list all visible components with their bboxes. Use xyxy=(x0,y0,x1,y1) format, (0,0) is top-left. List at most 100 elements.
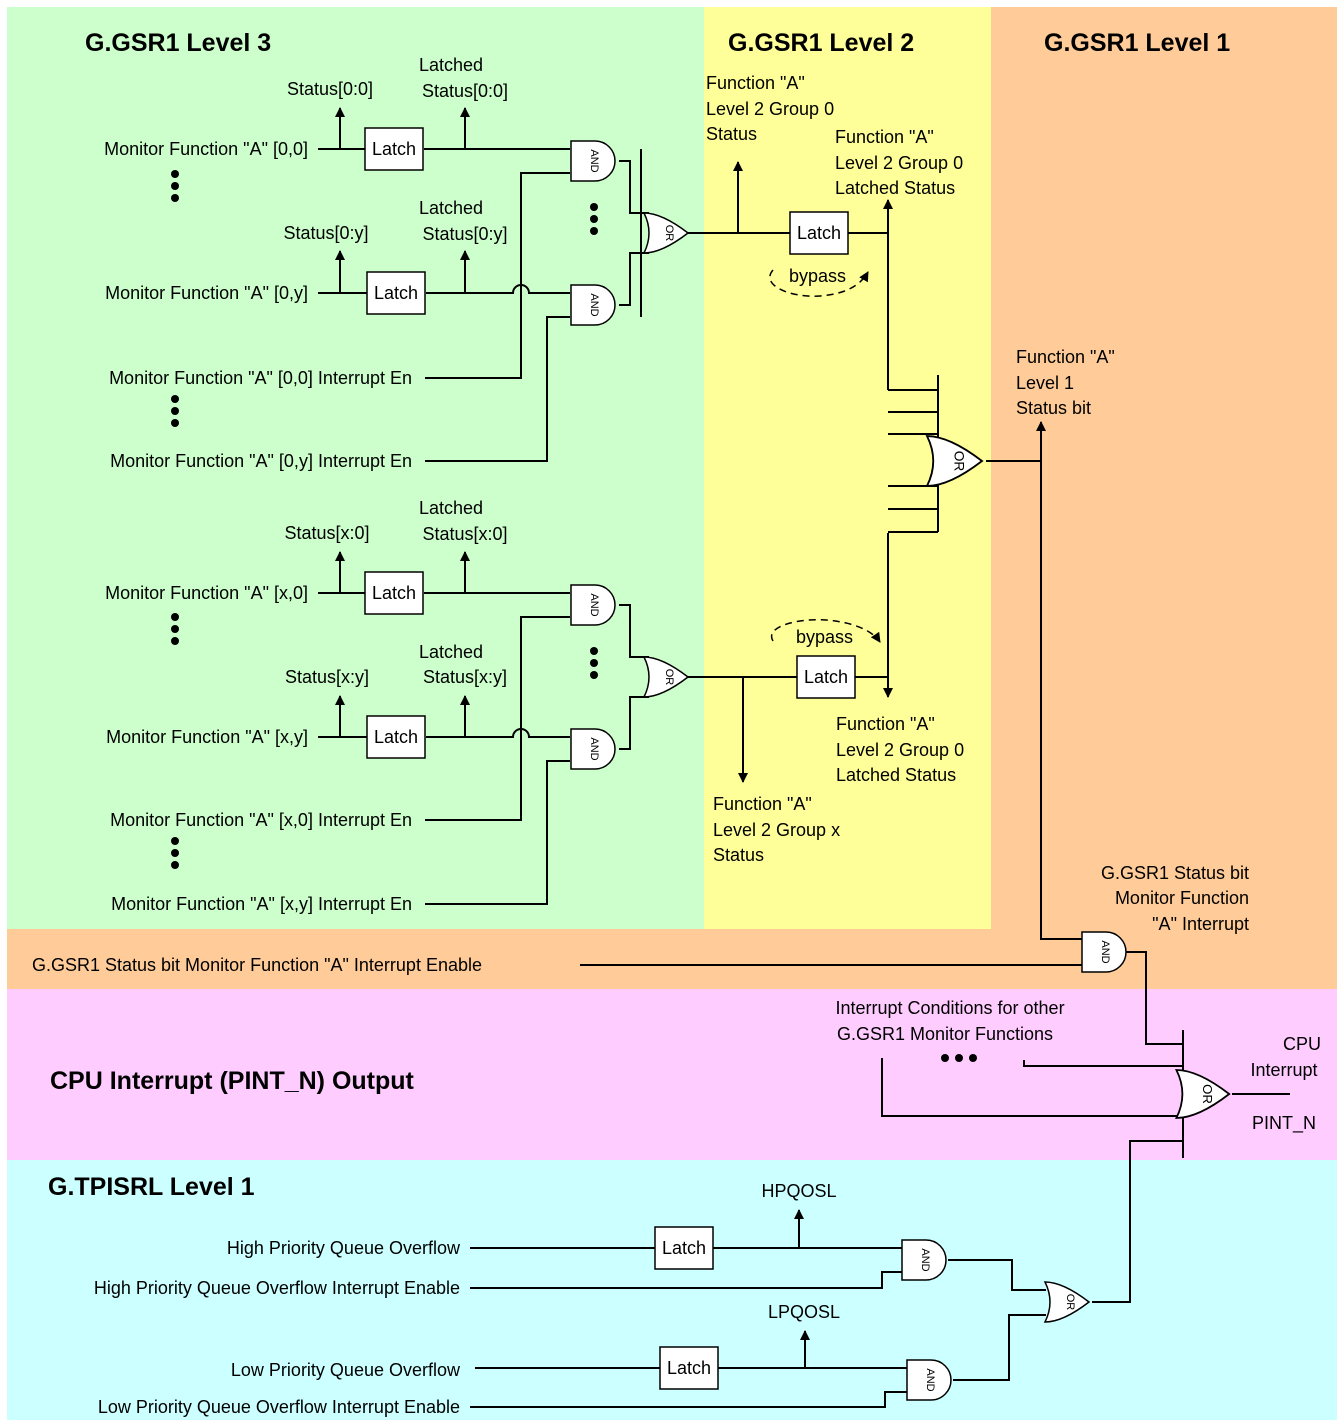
cpu-output-label: Interrupt xyxy=(1250,1060,1317,1080)
interrupt-enable-label: G.GSR1 Status bit Monitor Function "A" I… xyxy=(32,955,482,975)
svg-text:Latch: Latch xyxy=(797,223,841,243)
level3-gates: AND AND OR AND AND OR xyxy=(570,140,689,770)
and-gate: AND xyxy=(570,284,616,326)
cpu-labels: Interrupt Conditions for other G.GSR1 Mo… xyxy=(835,998,1321,1134)
latch-box: Latch xyxy=(364,571,424,615)
group0-latched-label: Function "A" xyxy=(835,127,934,147)
svg-text:OR: OR xyxy=(1064,1294,1076,1311)
tpisrl-wires xyxy=(470,1209,1046,1408)
latched-label: Latched xyxy=(419,498,483,518)
input-label: Monitor Function "A" [x,0] xyxy=(105,583,308,603)
latch-box: Latch xyxy=(796,655,856,699)
svg-text:Latch: Latch xyxy=(374,727,418,747)
input-label: Monitor Function "A" [x,y] Interrupt En xyxy=(111,894,412,914)
latched-status-label: Status[x:0] xyxy=(422,524,507,544)
latch-box: Latch xyxy=(654,1226,714,1270)
level1-and-gate: AND xyxy=(1081,931,1127,973)
latched-label: Latched xyxy=(419,55,483,75)
latch-box: Latch xyxy=(366,715,426,759)
svg-text:AND: AND xyxy=(1099,940,1111,963)
svg-text:AND: AND xyxy=(588,737,600,760)
group0-status-label: Function "A" xyxy=(706,73,805,93)
latched-status-label: Status[0:y] xyxy=(422,224,507,244)
svg-text:OR: OR xyxy=(1200,1084,1215,1104)
svg-text:Latch: Latch xyxy=(374,283,418,303)
svg-text:AND: AND xyxy=(919,1248,931,1271)
or-gate: OR xyxy=(1044,1281,1090,1323)
level2-latches: Latch Latch OR xyxy=(789,211,983,699)
heading-level1: G.GSR1 Level 1 xyxy=(1044,29,1230,57)
hp-enable-label: High Priority Queue Overflow Interrupt E… xyxy=(94,1278,460,1298)
and-gate: AND xyxy=(570,728,616,770)
hpqosl-label: HPQOSL xyxy=(761,1181,836,1201)
group0-latched-label: Latched Status xyxy=(836,765,956,785)
cpu-output-label: CPU xyxy=(1283,1034,1321,1054)
svg-text:OR: OR xyxy=(663,669,675,686)
lpqosl-label: LPQOSL xyxy=(768,1302,840,1322)
status-label: Status[x:y] xyxy=(285,667,369,687)
heading-tpisrl: G.TPISRL Level 1 xyxy=(48,1173,255,1201)
level1-labels: Function "A" Level 1 Status bit G.GSR1 S… xyxy=(32,347,1249,975)
heading-cpu: CPU Interrupt (PINT_N) Output xyxy=(50,1067,415,1095)
level1-wires xyxy=(580,421,1183,1045)
interrupt-label: G.GSR1 Status bit xyxy=(1101,863,1249,883)
group0-latched-label: Function "A" xyxy=(836,714,935,734)
svg-text:Latch: Latch xyxy=(662,1238,706,1258)
level3-latches: Latch Latch Latch Latch xyxy=(364,127,426,759)
other-conditions-label: Interrupt Conditions for other xyxy=(835,998,1064,1018)
latched-label: Latched xyxy=(419,642,483,662)
level1-region xyxy=(991,7,1337,929)
latch-box: Latch xyxy=(789,211,849,255)
interrupt-label: "A" Interrupt xyxy=(1152,914,1249,934)
heading-level2: G.GSR1 Level 2 xyxy=(728,29,914,57)
svg-text:Latch: Latch xyxy=(372,139,416,159)
or-gate: OR xyxy=(643,656,689,698)
lp-enable-label: Low Priority Queue Overflow Interrupt En… xyxy=(98,1397,460,1417)
level2-wires xyxy=(733,161,1041,783)
input-label: Monitor Function "A" [0,0] Interrupt En xyxy=(109,368,412,388)
svg-text:AND: AND xyxy=(588,593,600,616)
group0-latched-label: Level 2 Group 0 xyxy=(836,740,964,760)
region-backgrounds xyxy=(7,7,1337,1420)
level3-wires xyxy=(318,107,799,905)
svg-text:Latch: Latch xyxy=(667,1358,711,1378)
input-label: Monitor Function "A" [0,y] xyxy=(105,283,308,303)
latch-box: Latch xyxy=(659,1346,719,1390)
svg-text:Latch: Latch xyxy=(804,667,848,687)
input-label: Monitor Function "A" [x,0] Interrupt En xyxy=(110,810,412,830)
svg-text:AND: AND xyxy=(588,149,600,172)
group0-status-label: Status xyxy=(706,124,757,144)
svg-text:AND: AND xyxy=(588,293,600,316)
latched-status-label: Status[0:0] xyxy=(422,81,508,101)
bypass-label: bypass xyxy=(796,627,853,647)
tpisrl-labels: High Priority Queue Overflow High Priori… xyxy=(94,1181,840,1417)
svg-text:OR: OR xyxy=(952,451,967,472)
hp-overflow-label: High Priority Queue Overflow xyxy=(227,1238,461,1258)
svg-text:Latch: Latch xyxy=(372,583,416,603)
level1-status-label: Function "A" xyxy=(1016,347,1115,367)
svg-text:AND: AND xyxy=(924,1368,936,1391)
and-gate: AND xyxy=(570,584,616,626)
interrupt-label: Monitor Function xyxy=(1115,888,1249,908)
heading-level3: G.GSR1 Level 3 xyxy=(85,29,271,57)
svg-text:OR: OR xyxy=(663,225,675,242)
level1-status-label: Status bit xyxy=(1016,398,1091,418)
level3-status-labels: Status[0:0] Status[0:y] Status[x:0] Stat… xyxy=(283,55,508,687)
level3-input-labels: Monitor Function "A" [0,0] Monitor Funct… xyxy=(104,139,412,914)
status-label: Status[0:y] xyxy=(283,223,368,243)
cpu-or-gate: OR xyxy=(1175,1069,1231,1119)
lp-overflow-label: Low Priority Queue Overflow xyxy=(231,1360,461,1380)
and-gate: AND xyxy=(570,140,616,182)
group0-latched-label: Level 2 Group 0 xyxy=(835,153,963,173)
input-label: Monitor Function "A" [x,y] xyxy=(106,727,308,747)
input-label: Monitor Function "A" [0,0] xyxy=(104,139,308,159)
groupx-status-label: Level 2 Group x xyxy=(713,820,840,840)
ellipsis-dots xyxy=(171,170,977,1062)
big-or-gate: OR xyxy=(926,435,983,487)
level2-labels: Function "A" Level 2 Group 0 Status Func… xyxy=(706,73,964,865)
and-gate: AND xyxy=(906,1359,952,1401)
latch-box: Latch xyxy=(366,271,426,315)
bypass-label: bypass xyxy=(789,266,846,286)
and-gate: AND xyxy=(901,1239,947,1281)
